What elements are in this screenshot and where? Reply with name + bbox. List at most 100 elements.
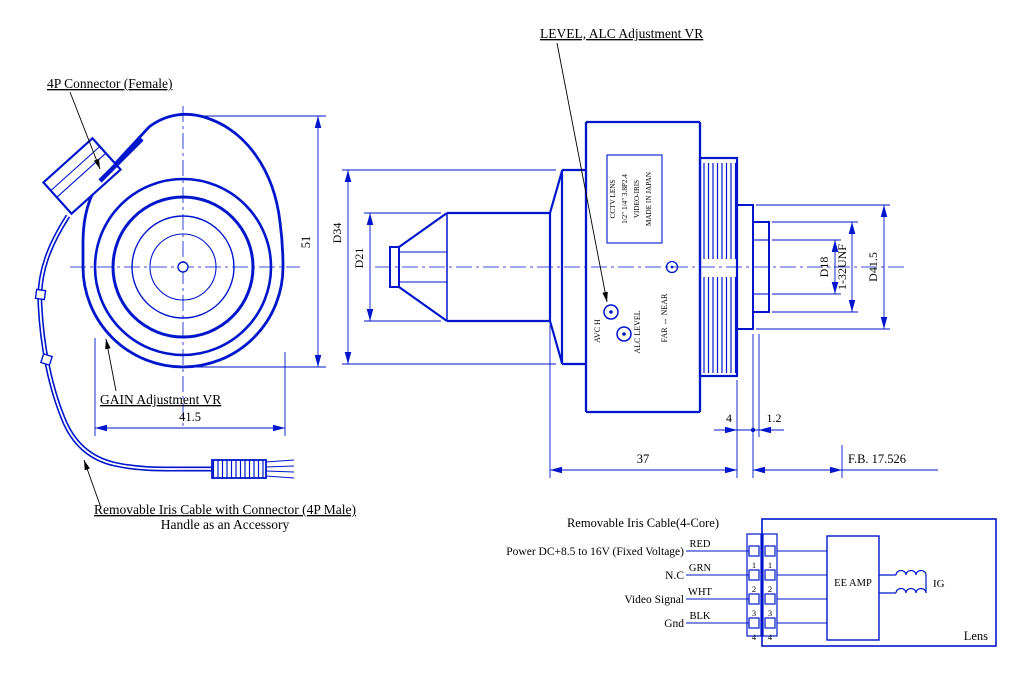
pin-3-right bbox=[764, 593, 776, 605]
dim-fb: F.B. 17.526 bbox=[753, 452, 938, 474]
vr-label-2: ALC LEVEL bbox=[633, 310, 642, 353]
ig-label: IG bbox=[933, 578, 945, 590]
wiring-row-4: Gnd BLK 4 4 bbox=[664, 611, 827, 642]
iris-cable-core bbox=[38, 215, 212, 470]
knurl-hatch-top bbox=[701, 163, 736, 259]
vr-adjuster-1 bbox=[603, 304, 619, 320]
dim-d21-label: D21 bbox=[352, 248, 366, 269]
signal-label-3: Video Signal bbox=[624, 594, 684, 606]
front-cone bbox=[398, 212, 448, 322]
rear-opening-lines bbox=[753, 239, 769, 295]
lens-box-label: Lens bbox=[964, 629, 988, 643]
cable-note-leader bbox=[83, 459, 101, 506]
marking-line-2: 1/2" 1/4" 3.8P2.4 bbox=[621, 174, 629, 224]
dim-d41-5: D41.5 bbox=[756, 204, 890, 330]
pin-3-left-number: 3 bbox=[752, 608, 756, 618]
dim-d34: D34 bbox=[330, 169, 556, 365]
tip-inner-lines bbox=[399, 251, 447, 283]
dim-d21: D21 bbox=[352, 212, 441, 322]
cable-end-connector-4p-male bbox=[211, 459, 267, 479]
pin-1-left bbox=[748, 545, 760, 557]
marking-line-4: MADE IN JAPAN bbox=[645, 171, 653, 226]
pin-4-right-number: 4 bbox=[768, 632, 773, 642]
front-tip bbox=[389, 246, 400, 288]
dim-d41-5-label: D41.5 bbox=[866, 252, 880, 282]
marking-line-1: CCTV LENS bbox=[609, 180, 617, 219]
wiring-row-1: Power DC+8.5 to 16V (Fixed Voltage) RED … bbox=[506, 539, 827, 570]
shoulder-ring bbox=[548, 168, 586, 366]
front-view: 4P Connector (Female) GAIN Adjustment VR… bbox=[34, 76, 356, 532]
wiring-connector-female bbox=[762, 533, 778, 637]
mount-thread bbox=[752, 221, 770, 313]
pin-2-left-number: 2 bbox=[752, 584, 756, 594]
dim-4-label: 4 bbox=[726, 411, 732, 425]
vr-label-1: AVC H bbox=[593, 319, 602, 343]
dim-37: 37 bbox=[550, 452, 737, 474]
knurl-hatch-bottom bbox=[701, 277, 736, 373]
lens-ring-3 bbox=[131, 215, 235, 319]
gain-vr-leader bbox=[105, 338, 117, 392]
cable-note-line1: Removable Iris Cable with Connector (4P … bbox=[94, 502, 356, 517]
vr-adjuster-2-dot bbox=[622, 332, 626, 336]
wiring-row-2: N.C GRN 2 2 bbox=[665, 563, 827, 594]
cable-note-line2: Handle as an Accessory bbox=[161, 517, 290, 532]
dim-d18: D18 bbox=[772, 239, 841, 295]
lens-box bbox=[761, 518, 997, 647]
pin-3-right-number: 3 bbox=[768, 608, 772, 618]
vr-adjuster-2 bbox=[616, 326, 632, 342]
dim-41-5-label: 41.5 bbox=[179, 410, 201, 424]
pin-1-left-number: 1 bbox=[752, 560, 756, 570]
body-screw bbox=[665, 260, 679, 274]
dim-thread: 1-32UNF bbox=[772, 221, 858, 313]
marking-line-3: VIDEO-IRIS bbox=[633, 180, 641, 218]
lens-body-outline bbox=[81, 112, 285, 369]
connector-4p-label: 4P Connector (Female) bbox=[47, 76, 172, 91]
dim-51-label: 51 bbox=[299, 236, 313, 249]
connector-4p-female bbox=[41, 136, 123, 216]
signal-label-4: Gnd bbox=[664, 618, 684, 630]
bottom-extension-lines bbox=[549, 325, 843, 478]
wire-color-1: RED bbox=[690, 539, 711, 550]
front-barrel bbox=[446, 211, 552, 323]
dim-1-2-label: 1.2 bbox=[767, 411, 782, 425]
side-view: CCTV LENS 1/2" 1/4" 3.8P2.4 VIDEO-IRIS M… bbox=[330, 26, 938, 478]
connector-mount-edge bbox=[98, 137, 144, 183]
dim-4-and-1-2: 4 1.2 bbox=[714, 411, 784, 434]
dim-thread-label: 1-32UNF bbox=[835, 244, 849, 290]
wiring-diagram: Removable Iris Cable(4-Core) Lens Power … bbox=[506, 516, 997, 647]
level-alc-label: LEVEL, ALC Adjustment VR bbox=[540, 26, 703, 41]
pin-4-right bbox=[764, 617, 776, 629]
wire-color-4: BLK bbox=[690, 611, 711, 622]
wire-color-3: WHT bbox=[688, 587, 712, 598]
gain-vr-label: GAIN Adjustment VR bbox=[100, 392, 221, 407]
dim-37-label: 37 bbox=[637, 452, 650, 466]
dim-d18-label: D18 bbox=[817, 257, 831, 278]
wire-color-2: GRN bbox=[689, 563, 712, 574]
cable-clip-2 bbox=[39, 352, 54, 367]
dim-d34-label: D34 bbox=[330, 223, 344, 244]
lens-ring-inner bbox=[149, 233, 217, 301]
pin-1-right-number: 1 bbox=[768, 560, 772, 570]
marking-plate bbox=[606, 154, 663, 244]
pin-4-left bbox=[748, 617, 760, 629]
dim-51: 51 bbox=[194, 115, 326, 368]
pin-2-left bbox=[748, 569, 760, 581]
cable-clip-1 bbox=[34, 288, 47, 301]
wiring-connector-male bbox=[746, 533, 762, 637]
vr-adjuster-1-dot bbox=[609, 310, 613, 314]
pin-2-right-number: 2 bbox=[768, 584, 772, 594]
pin-1-right bbox=[764, 545, 776, 557]
pin-4-left-number: 4 bbox=[752, 632, 757, 642]
dim-41-5: 41.5 bbox=[94, 338, 286, 436]
signal-label-1: Power DC+8.5 to 16V (Fixed Voltage) bbox=[506, 546, 684, 558]
wiring-row-3: Video Signal WHT 3 3 bbox=[624, 587, 827, 618]
connector-4p-leader bbox=[69, 91, 101, 170]
ee-amp-label: EE AMP bbox=[834, 578, 872, 589]
ee-amp-box bbox=[826, 535, 880, 641]
lens-ring-outer bbox=[93, 177, 273, 357]
level-alc-leader bbox=[556, 42, 608, 303]
lens-center-hub bbox=[177, 261, 189, 273]
body-screw-center bbox=[670, 265, 674, 269]
